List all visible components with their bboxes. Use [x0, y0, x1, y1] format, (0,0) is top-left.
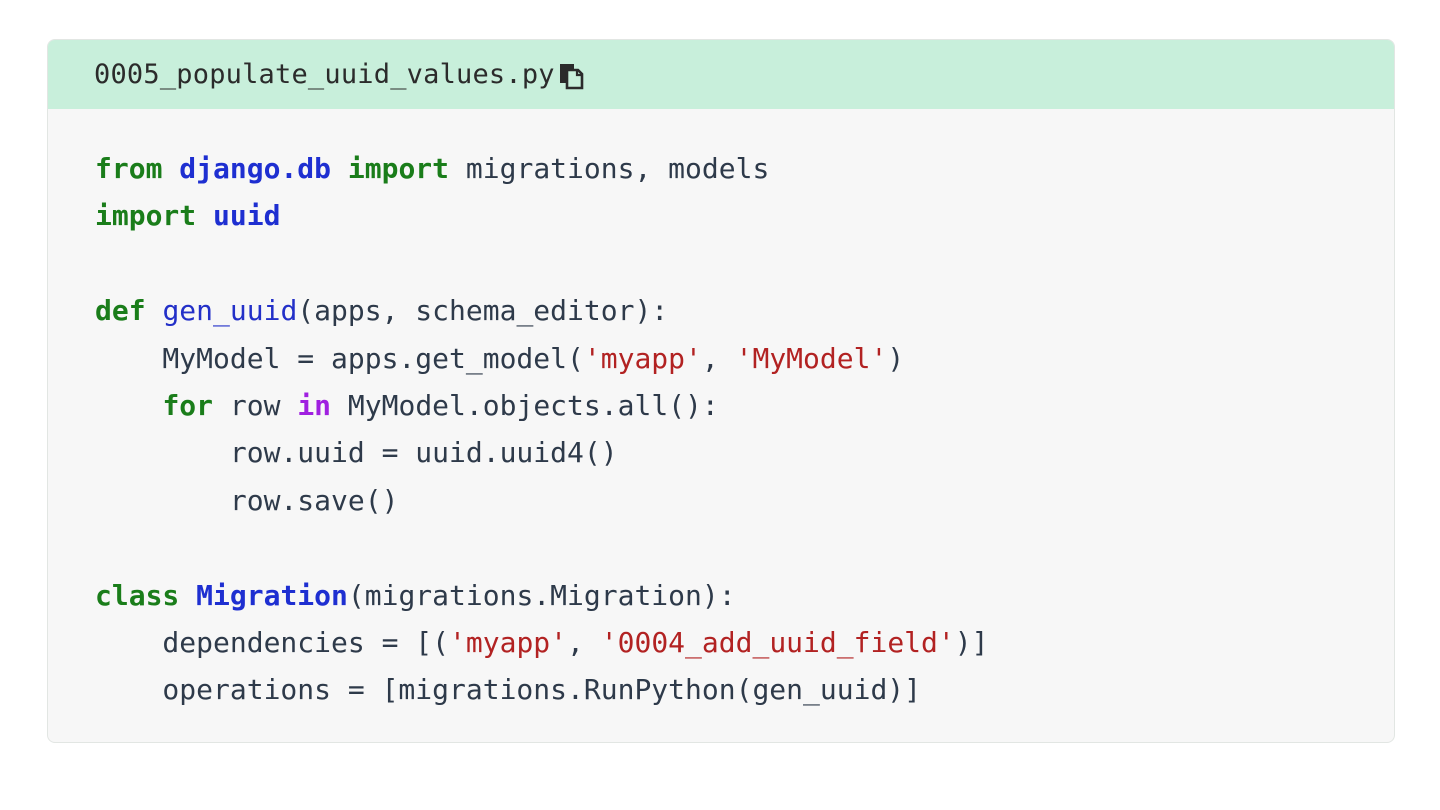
code-token-mod: uuid	[213, 199, 281, 233]
code-token-txt: MyModel = apps.get_model(	[95, 341, 584, 375]
code-token-txt	[196, 199, 213, 232]
filename: 0005_populate_uuid_values.py	[94, 59, 555, 90]
code-token-txt: dependencies = [(	[95, 625, 450, 659]
code-line: def gen_uuid(apps, schema_editor):	[95, 287, 1394, 334]
code-token-str: '0004_add_uuid_field'	[600, 625, 955, 659]
code-token-txt: row.uuid = uuid.uuid4()	[95, 436, 618, 470]
code-line: import uuid	[95, 192, 1394, 239]
code-token-txt: ,	[701, 341, 736, 375]
code-line	[95, 240, 1394, 287]
code-token-kw: import	[95, 199, 197, 233]
code-token-txt: row.save()	[95, 483, 399, 517]
code-token-txt	[146, 294, 163, 327]
code-token-kw: def	[95, 294, 146, 328]
code-token-kw: for	[162, 388, 214, 422]
code-token-op-kw: in	[297, 388, 332, 422]
code-token-txt: (apps, schema_editor):	[297, 294, 669, 328]
copy-icon[interactable]	[557, 61, 587, 91]
code-line: class Migration(migrations.Migration):	[95, 572, 1394, 619]
code-token-kw: class	[95, 578, 180, 612]
code-token-kw: from	[95, 152, 163, 185]
code-token-txt: )	[887, 341, 905, 375]
code-token-str: 'MyModel'	[735, 341, 888, 375]
code-token-str: 'myapp'	[449, 625, 568, 659]
code-token-txt: (migrations.Migration):	[347, 578, 736, 612]
code-header: 0005_populate_uuid_values.py	[48, 40, 1394, 109]
code-line: row.uuid = uuid.uuid4()	[95, 429, 1394, 476]
code-token-txt: row	[213, 388, 298, 422]
code-line: from django.db import migrations, models	[95, 145, 1394, 192]
code-line: dependencies = [('myapp', '0004_add_uuid…	[95, 619, 1394, 666]
code-token-txt: migrations, models	[449, 152, 770, 185]
code-token-mod: django.db	[179, 152, 332, 185]
code-token-txt	[162, 152, 179, 185]
code-token-txt: operations = [migrations.RunPython(gen_u…	[95, 673, 922, 707]
code-line: operations = [migrations.RunPython(gen_u…	[95, 666, 1394, 713]
code-token-str: 'myapp'	[583, 341, 702, 375]
code-content: from django.db import migrations, models…	[95, 145, 1394, 714]
code-line: for row in MyModel.objects.all():	[95, 382, 1394, 429]
code-line: MyModel = apps.get_model('myapp', 'MyMod…	[95, 335, 1394, 382]
code-line: row.save()	[95, 477, 1394, 524]
code-token-txt: ,	[567, 625, 601, 659]
code-line	[95, 524, 1394, 571]
code-token-fn: gen_uuid	[162, 294, 298, 328]
code-token-txt	[179, 579, 196, 612]
code-token-cls: Migration	[196, 578, 348, 612]
code-token-kw: import	[347, 152, 450, 185]
code-token-txt: MyModel.objects.all():	[331, 388, 719, 422]
code-token-txt: )]	[954, 625, 989, 659]
code-block: 0005_populate_uuid_values.py from django…	[47, 39, 1395, 743]
code-token-txt	[331, 152, 348, 185]
code-body: from django.db import migrations, models…	[48, 109, 1394, 714]
code-token-txt	[95, 389, 162, 422]
